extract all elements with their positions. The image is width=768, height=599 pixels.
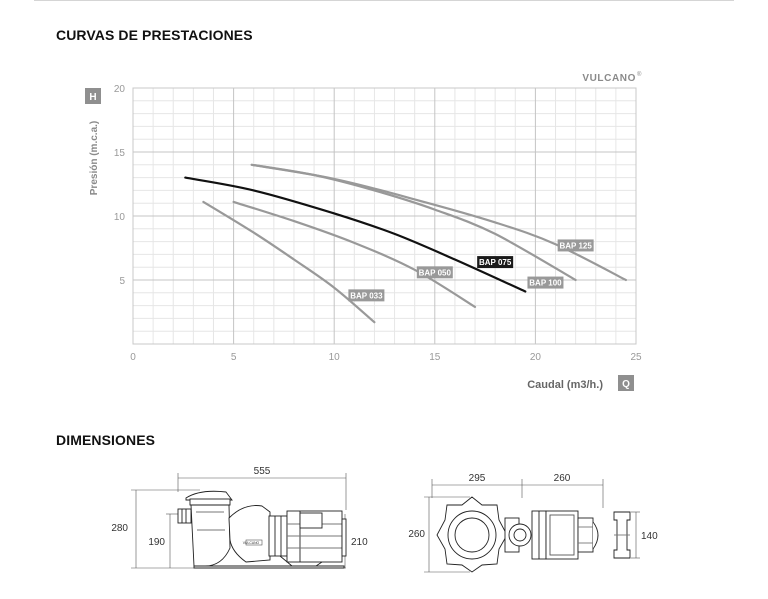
motor-brand-badge: VULCANO bbox=[243, 541, 260, 545]
top-divider bbox=[34, 0, 734, 1]
y-axis-label: Presión (m.c.a.) bbox=[89, 121, 100, 195]
x-tick-label: 5 bbox=[231, 352, 237, 363]
y-axis-badge-label: H bbox=[89, 92, 96, 103]
x-tick-label: 25 bbox=[630, 352, 642, 363]
series-label-box-bap-033 bbox=[348, 289, 385, 302]
dimensions-section-title: DIMENSIONES bbox=[56, 432, 156, 448]
pump-top-view bbox=[424, 479, 604, 573]
chart-ticks: 051015202551015200 bbox=[114, 84, 642, 363]
side-length-dimension: 555 bbox=[254, 466, 271, 477]
series-label-box-bap-050 bbox=[416, 266, 453, 279]
series-label-box-bap-100 bbox=[527, 276, 564, 289]
series-label-bap-100: BAP 100 bbox=[529, 279, 562, 288]
brand-logo: VULCANO bbox=[582, 73, 636, 84]
side-height-dimension: 280 bbox=[111, 523, 128, 534]
x-tick-label: 15 bbox=[429, 352, 441, 363]
series-label-bap-050: BAP 050 bbox=[419, 268, 452, 277]
x-tick-label: 20 bbox=[530, 352, 542, 363]
end-width-dimension: 140 bbox=[641, 531, 658, 542]
y-tick-label: 20 bbox=[114, 84, 126, 95]
y-tick-label: 5 bbox=[119, 276, 125, 287]
series-label-bap-075: BAP 075 bbox=[479, 258, 512, 267]
chart-plot-frame bbox=[132, 87, 637, 345]
y-axis-badge: H bbox=[85, 88, 101, 104]
x-tick-label: 0 bbox=[130, 352, 136, 363]
y-tick-label: 15 bbox=[114, 148, 126, 159]
pump-side-view bbox=[131, 473, 347, 569]
pump-end-view bbox=[613, 511, 640, 559]
x-axis-badge-label: Q bbox=[622, 379, 630, 390]
series-line-bap-075 bbox=[184, 176, 527, 293]
series-label-box-bap-075 bbox=[477, 256, 514, 269]
y-tick-label: 10 bbox=[114, 212, 126, 223]
side-inlet-height-dimension: 190 bbox=[148, 537, 165, 548]
series-line-bap-033 bbox=[202, 200, 376, 324]
series-line-bap-125 bbox=[250, 163, 627, 282]
series-label-bap-033: BAP 033 bbox=[350, 291, 383, 300]
series-label-bap-125: BAP 125 bbox=[559, 241, 592, 250]
x-axis-label: Caudal (m3/h.) bbox=[527, 379, 603, 391]
top-width-dimension: 260 bbox=[408, 529, 425, 540]
performance-section-title: CURVAS DE PRESTACIONES bbox=[56, 27, 253, 43]
x-tick-label: 10 bbox=[329, 352, 341, 363]
side-motor-height-dimension: 210 bbox=[351, 537, 368, 548]
brand-registered-mark: ® bbox=[637, 71, 642, 78]
series-line-bap-050 bbox=[232, 200, 477, 308]
series-label-box-bap-125 bbox=[557, 239, 594, 252]
top-motor-length-dimension: 260 bbox=[554, 473, 571, 484]
top-pump-length-dimension: 295 bbox=[469, 473, 486, 484]
x-axis-badge: Q bbox=[618, 375, 634, 391]
